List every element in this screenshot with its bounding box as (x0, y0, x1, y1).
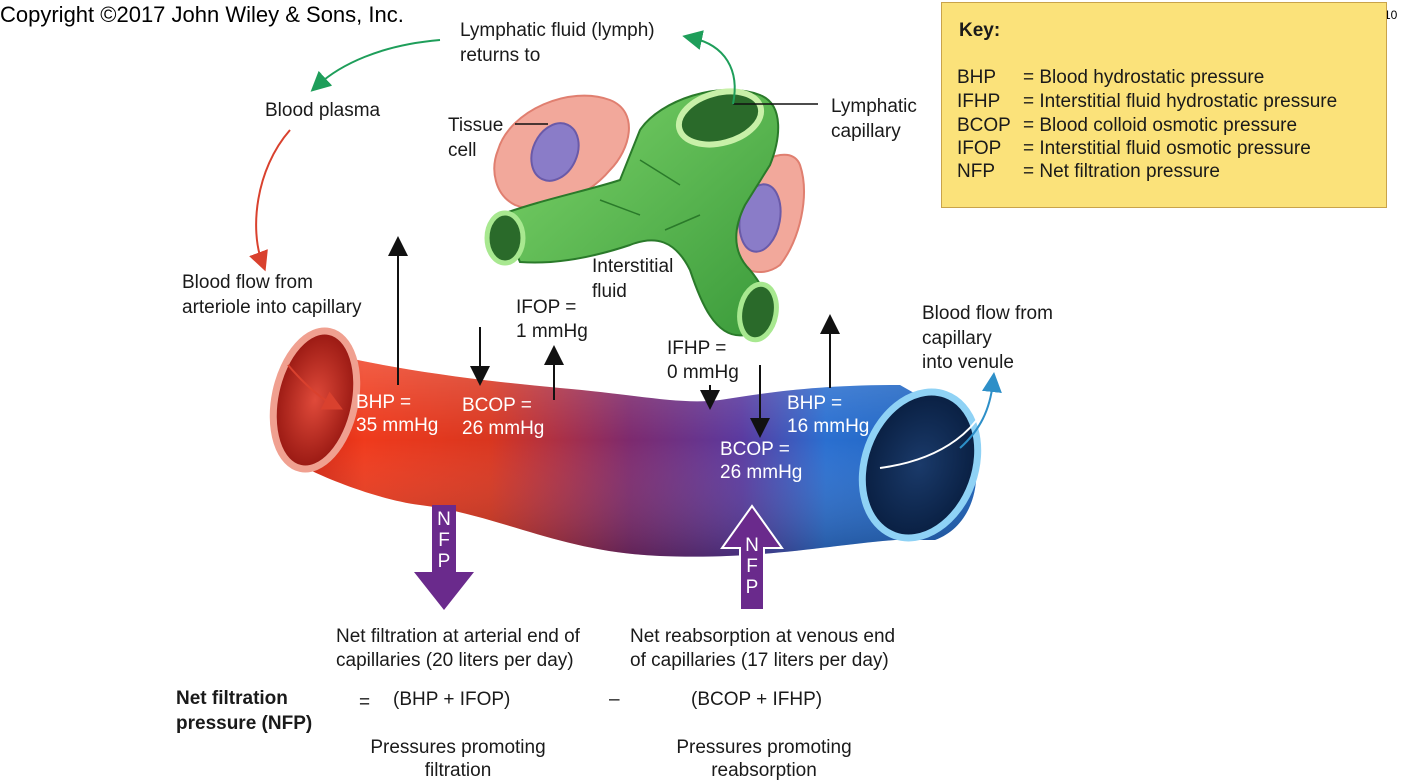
nucleus-icon (530, 122, 580, 182)
reabsorption-caption-line1: Pressures promoting (676, 737, 852, 758)
lymph-label-line1: Lymphatic fluid (lymph) (460, 20, 655, 41)
inflow-label-line2: arteriole into capillary (182, 297, 362, 318)
key-entry: NFP = Net filtration pressure (957, 161, 1220, 183)
filtration-outcome-line2: capillaries (20 liters per day) (336, 650, 574, 671)
blood-outflow-arrow (879, 381, 994, 469)
nfp-filtration-arrow (414, 505, 474, 610)
interstitial-fluid-label-line2: fluid (592, 281, 627, 302)
equation-lhs-line2: pressure (NFP) (176, 713, 313, 734)
key-legend: Key: BHP = Blood hydrostatic pressure IFH… (941, 2, 1387, 208)
blood-capillary (269, 327, 982, 557)
equation-term-filtration: (BHP + IFOP) (393, 689, 511, 710)
key-entry: BHP = Blood hydrostatic pressure (957, 67, 1264, 89)
venous-lumen (858, 388, 982, 542)
nfp-reabsorption-arrow (720, 504, 784, 611)
bhp-arterial-label-line1: BHP = (356, 392, 412, 413)
ifop-label-line1: IFOP = (516, 297, 577, 318)
key-abbr: NFP (957, 161, 995, 182)
key-entry: IFOP = Interstitial fluid osmotic pressur… (957, 138, 1311, 160)
nfp-letter: N (745, 535, 759, 556)
filtration-caption-line1: Pressures promoting (370, 737, 546, 758)
key-entry: BCOP = Blood colloid osmotic pressure (957, 115, 1297, 137)
reabsorption-outcome-line1: Net reabsorption at venous end (630, 626, 896, 647)
outflow-label-line1: Blood flow from (922, 303, 1053, 324)
key-definition: = Blood hydrostatic pressure (1023, 67, 1265, 88)
bcop-arterial-label-line1: BCOP = (462, 395, 532, 416)
bhp-venous-label-line1: BHP = (787, 393, 843, 414)
outflow-label-line3: into venule (922, 352, 1014, 373)
arterial-lumen (269, 327, 361, 473)
key-title: Key: (959, 20, 1001, 41)
equation-equals: = (359, 692, 371, 713)
key-abbr: IFOP (957, 138, 1002, 159)
nfp-letter: F (746, 556, 758, 577)
plasma-to-capillary-arrow (249, 129, 291, 272)
blood-inflow-arrow (287, 364, 343, 410)
bcop-venous-label-line1: BCOP = (720, 439, 790, 460)
nfp-letter: F (438, 530, 450, 551)
key-abbr: BHP (957, 67, 997, 88)
bcop-venous-label-line2: 26 mmHg (720, 462, 803, 483)
equation-minus: – (609, 689, 620, 710)
ifhp-label-line1: IFHP = (667, 338, 727, 359)
page-number: 10 (1384, 8, 1398, 22)
equation-term-reabsorption: (BCOP + IFHP) (691, 689, 823, 710)
copyright-notice: Copyright ©2017 John Wiley & Sons, Inc. (0, 2, 404, 27)
outflow-label-line2: capillary (922, 328, 992, 349)
filtration-outcome-line1: Net filtration at arterial end of (336, 626, 580, 647)
inflow-label-line1: Blood flow from (182, 272, 313, 293)
key-definition: = Blood colloid osmotic pressure (1023, 115, 1298, 136)
key-abbr: IFHP (957, 91, 1001, 112)
key-abbr: BCOP (957, 115, 1011, 136)
reabsorption-outcome-line2: of capillaries (17 liters per day) (630, 650, 889, 671)
lymphatic-capillary-label-line1: Lymphatic (831, 96, 917, 117)
reabsorption-caption-line2: reabsorption (711, 760, 817, 781)
nfp-letter: P (745, 577, 759, 598)
filtration-caption-line2: filtration (424, 760, 492, 781)
tissue-cell-label-line2: cell (448, 140, 477, 161)
bcop-arterial-label-line2: 26 mmHg (462, 418, 545, 439)
bhp-venous-label-line2: 16 mmHg (787, 416, 870, 437)
key-entry: IFHP = Interstitial fluid hydrostatic pre… (957, 91, 1337, 113)
lymph-exit-arrow (682, 30, 736, 105)
key-definition: = Net filtration pressure (1023, 161, 1220, 182)
key-definition: = Interstitial fluid hydrostatic pressur… (1023, 91, 1338, 112)
interstitial-fluid-label-line1: Interstitial (592, 256, 674, 277)
lymph-return-arrow (310, 39, 441, 92)
blood-plasma-label: Blood plasma (265, 100, 381, 121)
lymphatic-capillary-label-line2: capillary (831, 121, 901, 142)
ifhp-label-line2: 0 mmHg (667, 362, 739, 383)
nfp-letter: P (437, 551, 451, 572)
lymphatic-capillary (484, 88, 780, 343)
bhp-arterial-label-line2: 35 mmHg (356, 415, 439, 436)
tissue-cell-label-line1: Tissue (448, 115, 504, 136)
key-definition: = Interstitial fluid osmotic pressure (1023, 138, 1311, 159)
nfp-letter: N (437, 509, 451, 530)
equation-lhs-line1: Net filtration (176, 688, 288, 709)
lymph-label-line2: returns to (460, 45, 541, 66)
ifop-label-line2: 1 mmHg (516, 321, 588, 342)
